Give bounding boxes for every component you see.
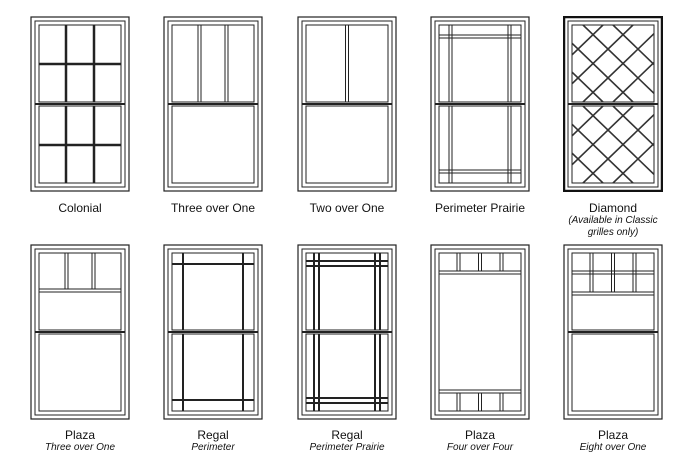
window-regal-perimeter-prairie (297, 244, 397, 420)
caption-title: Regal (331, 428, 363, 442)
caption-title: Colonial (58, 201, 102, 215)
caption-title: Two over One (309, 201, 385, 215)
plaza-eight-over-one-window-drawing (563, 244, 663, 420)
caption-title: Regal (197, 428, 229, 442)
window-colonial (30, 16, 130, 192)
caption-plaza-three-over-one: Plaza Three over One (15, 428, 145, 454)
three-over-one-window-drawing (163, 16, 263, 192)
caption-subtitle: Perimeter (191, 442, 235, 453)
diamond-window-drawing (563, 16, 663, 192)
window-plaza-eight-over-one (563, 244, 663, 420)
caption-title: Three over One (170, 201, 256, 215)
caption-subtitle: Four over Four (446, 442, 514, 453)
caption-title: Plaza (464, 428, 496, 442)
caption-three-over-one: Three over One (148, 201, 278, 215)
regal-perimeter-prairie-window-drawing (297, 244, 397, 420)
caption-colonial: Colonial (15, 201, 145, 215)
two-over-one-window-drawing (297, 16, 397, 192)
caption-title: Plaza (64, 428, 96, 442)
colonial-window-drawing (30, 16, 130, 192)
caption-regal-perimeter: Regal Perimeter (148, 428, 278, 454)
caption-title: Diamond (588, 201, 638, 215)
perimeter-prairie-window-drawing (430, 16, 530, 192)
regal-perimeter-window-drawing (163, 244, 263, 420)
window-plaza-three-over-one (30, 244, 130, 420)
plaza-three-over-one-window-drawing (30, 244, 130, 420)
window-three-over-one (163, 16, 263, 192)
caption-perimeter-prairie: Perimeter Prairie (415, 201, 545, 215)
plaza-four-over-four-window-drawing (430, 244, 530, 420)
window-two-over-one (297, 16, 397, 192)
caption-subtitle: Eight over One (579, 442, 647, 453)
caption-title: Plaza (597, 428, 629, 442)
caption-subtitle: Three over One (44, 442, 116, 453)
window-regal-perimeter (163, 244, 263, 420)
window-plaza-four-over-four (430, 244, 530, 420)
caption-diamond: Diamond (Available in Classic grilles on… (548, 201, 678, 239)
window-diamond (563, 16, 663, 192)
caption-subtitle: Perimeter Prairie (309, 442, 385, 453)
window-perimeter-prairie (430, 16, 530, 192)
caption-subtitle: (Available in Classic grilles only) (568, 215, 658, 238)
caption-plaza-four-over-four: Plaza Four over Four (415, 428, 545, 454)
caption-plaza-eight-over-one: Plaza Eight over One (548, 428, 678, 454)
caption-regal-perimeter-prairie: Regal Perimeter Prairie (282, 428, 412, 454)
caption-title: Perimeter Prairie (434, 201, 526, 215)
caption-two-over-one: Two over One (282, 201, 412, 215)
